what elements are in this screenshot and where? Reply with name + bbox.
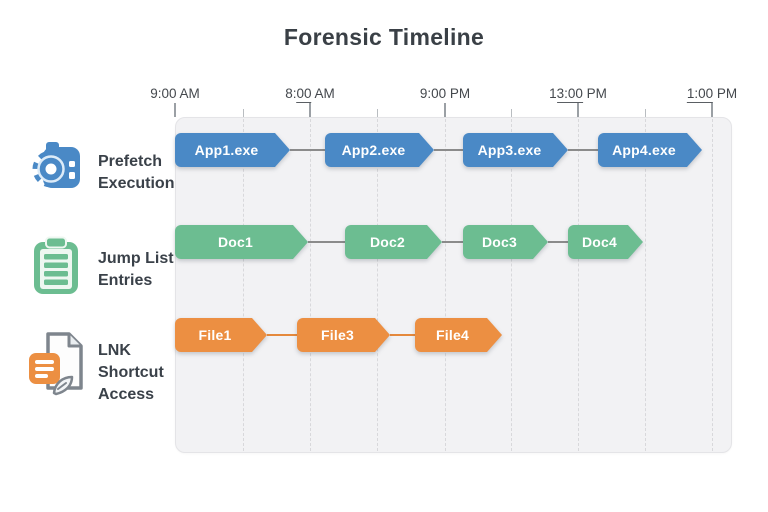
connector-line [390,334,415,336]
axis-tick-mark [577,103,579,117]
gridline [511,119,512,451]
gridline [578,119,579,451]
connector-line [290,149,325,151]
axis-tick-label-text: 3:00 [556,86,583,103]
gridline [645,119,646,451]
axis-tick-label-text: 8: [285,86,297,101]
row-label-line: Shortcut [98,364,164,381]
axis-minor-tick-mark [377,109,378,117]
row-label-line: Prefetch [98,153,163,170]
axis-tick-mark [444,103,446,117]
timeline-item-label: Doc2 [345,225,442,259]
timeline-item-label: App3.exe [463,133,568,167]
timeline-item-label: App2.exe [325,133,434,167]
timeline-item: Doc4 [568,225,643,259]
axis-tick-label-text: PM [582,86,607,101]
connector-line [442,241,463,243]
timeline-item: File4 [415,318,502,352]
timeline-item-label: Doc4 [568,225,643,259]
timeline-item-label: File4 [415,318,502,352]
axis-tick-label-text: 00 [296,86,312,103]
timeline-item: App1.exe [175,133,290,167]
axis-tick-label-text: 1 [549,86,557,101]
timeline-item-label: File3 [297,318,390,352]
axis-tick-label-text: 1:00 [686,86,714,103]
connector-line [434,149,463,151]
timeline-item: Doc1 [175,225,308,259]
axis-tick-label: 1:00 PM [686,86,738,103]
axis-tick-label-text: PM [713,86,738,101]
timeline-item-label: Doc1 [175,225,308,259]
axis-tick-label-text: 9:00 AM [150,86,200,101]
axis-tick-label-text: 9:00 PM [419,86,471,101]
axis-minor-tick-mark [645,109,646,117]
gridline [445,119,446,451]
gridline [377,119,378,451]
row-label-line: LNK [98,342,131,359]
clipboard-icon [31,236,81,296]
row-label-line: Access [98,386,155,403]
timeline-item: App4.exe [598,133,702,167]
row-label-line: Entries [98,272,153,289]
timeline-item: App2.exe [325,133,434,167]
connector-line [548,241,568,243]
connector-line [267,334,297,336]
timeline-item: File3 [297,318,390,352]
axis-tick-label: 9:00 PM [420,86,470,101]
connector-line [568,149,598,151]
gridline [712,119,713,451]
axis-tick-label: 13:00 PM [549,86,607,103]
timeline-item-label: Doc3 [463,225,548,259]
timeline-item-label: App1.exe [175,133,290,167]
row-label-line: Jump List [98,250,174,267]
axis-tick-label: 8:00 AM [285,86,335,103]
page-title: Forensic Timeline [283,24,485,50]
timeline-item-label: File1 [175,318,267,352]
gridline [243,119,244,451]
axis-tick-label: 9:00 AM [150,86,200,101]
row-label-line: Execution [98,175,175,192]
timeline-item-label: App4.exe [598,133,702,167]
gridline [310,119,311,451]
gear-badge-icon [30,138,82,194]
axis-minor-tick-mark [511,109,512,117]
timeline-item: Doc2 [345,225,442,259]
plot-area [175,117,732,453]
timeline-item: App3.exe [463,133,568,167]
timeline-item: File1 [175,318,267,352]
axis-tick-label-text: AM [311,86,335,101]
document-pen-icon [27,330,85,396]
connector-line [308,241,345,243]
axis-minor-tick-mark [243,109,244,117]
axis-tick-mark [711,103,713,117]
timeline-item: Doc3 [463,225,548,259]
axis-tick-mark [174,103,176,117]
axis-tick-mark [309,103,311,117]
